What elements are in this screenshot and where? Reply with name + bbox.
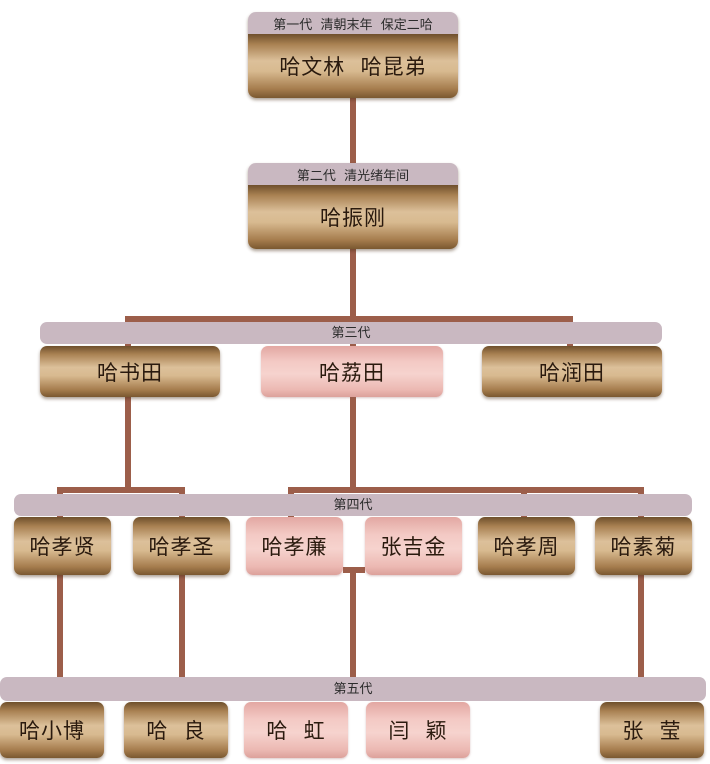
connector-litian-down — [350, 397, 356, 491]
gen4-label: 第四代 — [333, 497, 373, 513]
gen5-label: 第五代 — [333, 681, 373, 697]
gen2-names: 哈振刚 — [248, 185, 458, 249]
gen5-member: 哈小博 — [0, 702, 104, 758]
connector-gen3-hline — [125, 316, 573, 322]
gen4-member: 哈孝圣 — [133, 517, 230, 575]
connector-shutian-down — [125, 397, 131, 491]
gen4-member: 哈素菊 — [595, 517, 692, 575]
gen5-member: 哈 良 — [124, 702, 228, 758]
gen4-member: 张吉金 — [365, 517, 462, 575]
connector-couple-down — [350, 570, 356, 677]
gen2-label: 第二代 清光绪年间 — [248, 163, 458, 185]
gen3-member: 哈荔田 — [261, 346, 443, 397]
gen5-member: 闫 颖 — [366, 702, 470, 758]
gen3-member: 哈润田 — [482, 346, 662, 397]
gen5-label-bar: 第五代 — [0, 677, 706, 701]
connector-xiaoxian-down — [57, 575, 63, 677]
gen4-member: 哈孝廉 — [246, 517, 343, 575]
gen4-member: 哈孝贤 — [14, 517, 111, 575]
gen1-label: 第一代 清朝末年 保定二哈 — [248, 12, 458, 34]
connector-shutian-hline — [57, 487, 185, 493]
gen4-member: 哈孝周 — [478, 517, 575, 575]
gen3-member: 哈书田 — [40, 346, 220, 397]
gen1-box: 第一代 清朝末年 保定二哈 哈文林 哈昆弟 — [248, 12, 458, 98]
connector-litian-hline — [288, 487, 644, 493]
gen5-member: 哈 虹 — [244, 702, 348, 758]
gen1-names: 哈文林 哈昆弟 — [248, 34, 458, 98]
gen4-label-bar: 第四代 — [14, 494, 692, 516]
gen2-box: 第二代 清光绪年间 哈振刚 — [248, 163, 458, 249]
gen3-label: 第三代 — [331, 325, 371, 341]
connector-xiaosheng-down — [179, 575, 185, 677]
connector-suju-down — [638, 575, 644, 677]
gen5-member: 张 莹 — [600, 702, 704, 758]
gen3-label-bar: 第三代 — [40, 322, 662, 344]
connector-gen2-trunk — [350, 249, 356, 319]
connector-gen1-gen2 — [350, 97, 356, 163]
